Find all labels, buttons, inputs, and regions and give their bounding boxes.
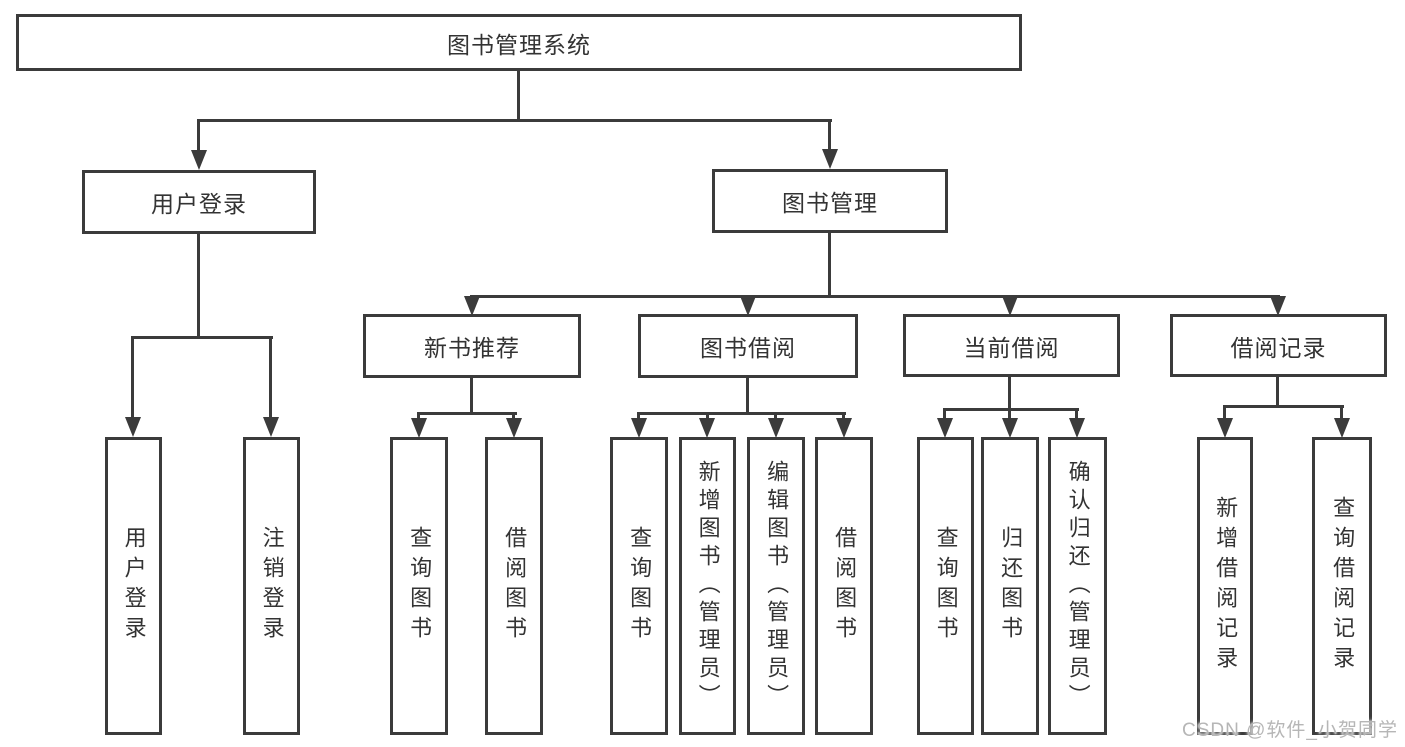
connector-arrow-stem-query-book-3 <box>943 408 946 421</box>
arrow-down-icon-query-book-3 <box>937 418 953 438</box>
leaf-query-book-2: 查询图书 <box>610 437 668 735</box>
connector-book-borrow-stem <box>746 378 749 414</box>
connector-root-hline <box>198 119 832 122</box>
leaf-confirm-return-admin: 确认归还（管理员） <box>1048 437 1107 735</box>
connector-arrow-stem-add-borrow-record <box>1223 405 1226 421</box>
leaf-borrow-book-2-label: 借阅图书 <box>832 526 858 646</box>
arrow-down-icon-leaf-user-login <box>125 417 141 437</box>
arrow-down-icon-book-borrow <box>740 296 756 316</box>
connector-arrow-stem-return-book <box>1008 408 1011 421</box>
arrow-down-icon-borrow-records <box>1270 296 1286 316</box>
node-current-borrow-label: 当前借阅 <box>963 334 1060 361</box>
leaf-add-book-admin-label: 新增图书（管理员） <box>695 460 721 712</box>
leaf-query-book-1: 查询图书 <box>390 437 448 735</box>
leaf-borrow-book-1: 借阅图书 <box>485 437 543 735</box>
node-user-login: 用户登录 <box>82 170 316 234</box>
node-root-label: 图书管理系统 <box>447 31 591 58</box>
connector-arrow-stem-query-borrow-record <box>1340 405 1343 421</box>
connector-arrow-stem-edit-book <box>774 412 777 421</box>
connector-new-book-rec-stem <box>470 378 473 414</box>
arrow-down-icon-user-login <box>191 150 207 170</box>
arrow-down-icon-confirm-return <box>1069 418 1085 438</box>
node-current-borrow: 当前借阅 <box>903 314 1120 377</box>
arrow-down-icon-add-book <box>699 418 715 438</box>
connector-user-login-hline <box>132 336 273 339</box>
arrow-down-icon-current-borrow <box>1002 296 1018 316</box>
node-book-mgmt-label: 图书管理 <box>782 190 878 216</box>
connector-book-mgmt-hline <box>470 295 1280 298</box>
connector-current-borrow-stem <box>1008 377 1011 411</box>
leaf-query-borrow-record: 查询借阅记录 <box>1312 437 1372 735</box>
connector-book-mgmt-stem <box>828 233 831 297</box>
leaf-query-book-2-label: 查询图书 <box>627 526 653 646</box>
leaf-confirm-return-admin-label: 确认归还（管理员） <box>1065 460 1091 712</box>
arrow-down-icon-return-book <box>1002 418 1018 438</box>
connector-arrow-stem-borrow-book-2 <box>842 412 845 421</box>
connector-arrow-stem-leaf-logout <box>269 336 272 420</box>
node-book-mgmt: 图书管理 <box>712 169 948 233</box>
arrow-down-icon-borrow-book-1 <box>506 418 522 438</box>
leaf-edit-book-admin: 编辑图书（管理员） <box>747 437 805 735</box>
node-new-book-rec: 新书推荐 <box>363 314 581 378</box>
connector-arrow-stem-confirm-return <box>1075 408 1078 421</box>
arrow-down-icon-query-book-1 <box>411 418 427 438</box>
connector-arrow-stem-query-book-2 <box>637 412 640 421</box>
leaf-query-book-1-label: 查询图书 <box>407 526 433 646</box>
connector-borrow-records-hline <box>1223 405 1344 408</box>
csdn-watermark: CSDN @软件_小贺同学 <box>1182 720 1398 741</box>
connector-arrow-stem-add-book <box>706 412 709 421</box>
leaf-user-login: 用户登录 <box>105 437 162 735</box>
connector-arrow-stem-borrow-book-1 <box>512 412 515 421</box>
node-user-login-label: 用户登录 <box>151 191 247 217</box>
connector-current-borrow-hline <box>943 408 1079 411</box>
arrow-down-icon-new-book-rec <box>464 296 480 316</box>
arrow-down-icon-leaf-logout <box>263 417 279 437</box>
leaf-query-book-3: 查询图书 <box>917 437 974 735</box>
leaf-add-borrow-record: 新增借阅记录 <box>1197 437 1253 735</box>
connector-borrow-records-stem <box>1276 377 1279 408</box>
leaf-query-borrow-record-label: 查询借阅记录 <box>1330 496 1356 676</box>
arrow-down-icon-query-book-2 <box>631 418 647 438</box>
leaf-borrow-book-1-label: 借阅图书 <box>502 526 528 646</box>
leaf-return-book: 归还图书 <box>981 437 1039 735</box>
connector-book-borrow-hline <box>637 412 846 415</box>
leaf-add-book-admin: 新增图书（管理员） <box>679 437 736 735</box>
connector-user-login-stem <box>197 234 200 338</box>
node-root: 图书管理系统 <box>16 14 1022 71</box>
leaf-edit-book-admin-label: 编辑图书（管理员） <box>764 460 790 712</box>
arrow-down-icon-edit-book <box>768 418 784 438</box>
node-book-borrow: 图书借阅 <box>638 314 858 378</box>
leaf-query-book-3-label: 查询图书 <box>933 526 959 646</box>
connector-arrow-stem-query-book-1 <box>417 412 420 421</box>
leaf-logout-label: 注销登录 <box>259 526 285 646</box>
leaf-add-borrow-record-label: 新增借阅记录 <box>1213 496 1239 676</box>
node-new-book-rec-label: 新书推荐 <box>424 335 520 361</box>
node-borrow-records: 借阅记录 <box>1170 314 1387 377</box>
leaf-logout: 注销登录 <box>243 437 300 735</box>
leaf-return-book-label: 归还图书 <box>998 526 1024 646</box>
connector-arrow-stem-leaf-user-login <box>131 336 134 420</box>
connector-new-book-rec-hline <box>417 412 517 415</box>
connector-arrow-stem-book-mgmt <box>828 119 831 152</box>
connector-root-stem <box>517 71 520 122</box>
node-book-borrow-label: 图书借阅 <box>700 335 796 361</box>
leaf-borrow-book-2: 借阅图书 <box>815 437 873 735</box>
leaf-user-login-label: 用户登录 <box>121 526 147 646</box>
arrow-down-icon-query-borrow-record <box>1334 418 1350 438</box>
arrow-down-icon-add-borrow-record <box>1217 418 1233 438</box>
arrow-down-icon-borrow-book-2 <box>836 418 852 438</box>
node-borrow-records-label: 借阅记录 <box>1230 334 1327 361</box>
connector-arrow-stem-user-login <box>197 119 200 153</box>
arrow-down-icon-book-mgmt <box>822 149 838 169</box>
